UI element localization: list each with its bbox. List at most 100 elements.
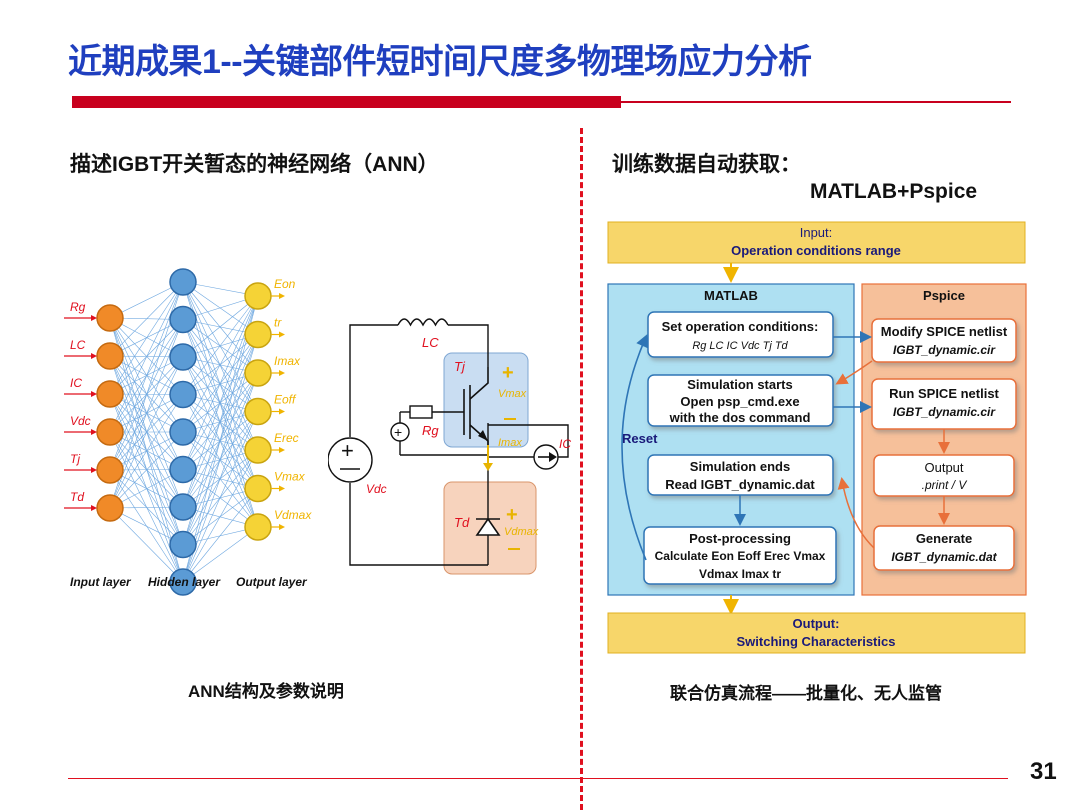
output-box — [607, 612, 1026, 654]
sim-starts-line1: Simulation starts — [687, 377, 792, 392]
input-arrow-1-head — [91, 353, 97, 359]
output-line1: Output: — [793, 616, 840, 631]
input-label-5: Td — [70, 490, 84, 504]
input-node — [96, 380, 124, 408]
vmax-plus-mark: + — [502, 362, 514, 384]
ann-edge — [182, 319, 259, 374]
ann-edge — [182, 526, 259, 583]
ann-edge — [182, 319, 259, 489]
ann-edge — [109, 281, 184, 395]
output-line2: Switching Characteristics — [737, 634, 896, 649]
ann-edge — [182, 295, 259, 470]
output-label-1: tr — [274, 316, 282, 330]
modify-netlist-box — [871, 318, 1017, 363]
input-arrow-4-head — [91, 467, 97, 473]
ann-edge — [109, 469, 184, 509]
set-conditions-title: Set operation conditions: — [662, 319, 819, 334]
reset-label: Reset — [622, 431, 658, 446]
output-arrow-2-head — [279, 370, 285, 376]
generate-line1: Generate — [916, 531, 972, 546]
hidden-layer-label: Hidden layer — [148, 575, 221, 589]
page-number: 31 — [1030, 758, 1057, 785]
igbt-circuit-diagram: + + + + LC Tj Rg Vmax Imax IC Vdc Td Vdm… — [328, 318, 571, 575]
ann-edge — [182, 469, 259, 528]
ann-edge — [182, 394, 259, 451]
right-subheading: MATLAB+Pspice — [810, 180, 978, 203]
output-node — [244, 513, 272, 541]
tj-label: Tj — [454, 359, 466, 374]
input-line1: Input: — [800, 225, 833, 240]
ann-edge — [182, 281, 259, 451]
input-arrow-5-head — [91, 505, 97, 511]
hidden-node — [169, 455, 197, 484]
input-arrow-3-head — [91, 429, 97, 435]
output-node — [244, 320, 272, 349]
matlab-title: MATLAB — [704, 288, 758, 303]
output-arrow-0-head — [279, 293, 285, 299]
generate-line2: IGBT_dynamic.dat — [891, 550, 997, 564]
ann-edge — [182, 449, 259, 583]
ann-edge — [182, 394, 259, 489]
ann-edge — [182, 295, 259, 395]
sim-starts-box — [647, 374, 834, 427]
output-node — [244, 436, 272, 464]
ann-edge — [182, 411, 259, 583]
ann-edge — [182, 295, 259, 433]
ann-edge — [109, 394, 184, 509]
output-label-0: Eon — [274, 277, 296, 291]
left-heading: 描述IGBT开关暂态的神经网络（ANN） — [70, 153, 439, 176]
ann-edge — [109, 281, 184, 357]
post-line2: Calculate Eon Eoff Erec Vmax — [655, 549, 826, 563]
modify-line1: Modify SPICE netlist — [881, 324, 1008, 339]
arrow-reset-loop — [621, 334, 648, 561]
output-node — [244, 397, 272, 426]
dc-source-symbol — [328, 437, 373, 483]
ann-edge — [182, 281, 259, 335]
input-arrow-0-head — [91, 315, 97, 321]
lc-label: LC — [422, 335, 439, 350]
output-label-6: Vdmax — [274, 508, 312, 522]
cosimulation-flowchart: Input: Operation conditions range MATLAB… — [607, 221, 1027, 654]
imax-arrowhead — [483, 463, 493, 471]
output-arrow-1-head — [279, 331, 285, 338]
igbt-highlight-box — [443, 352, 529, 448]
post-line3: Vdmax Imax tr — [699, 567, 781, 581]
slide-title: 近期成果1--关键部件短时间尺度多物理场应力分析 — [68, 43, 812, 81]
footer-line — [68, 778, 1008, 779]
right-heading: 训练数据自动获取： — [612, 153, 801, 176]
input-label-0: Rg — [70, 300, 86, 314]
output-label-2: Imax — [274, 354, 301, 368]
output-arrow-6-head — [279, 524, 285, 530]
input-node — [96, 342, 124, 370]
column-divider — [580, 128, 583, 810]
output-label-5: Vmax — [274, 470, 306, 484]
vmax-label: Vmax — [498, 388, 527, 400]
input-box — [607, 221, 1026, 264]
sim-starts-line3: with the dos command — [669, 410, 811, 425]
ann-diagram: RgLCICVdcTjTdEontrImaxEoffErecVmaxVdmax … — [64, 268, 312, 596]
ann-edge — [182, 281, 259, 412]
ann-edge — [182, 356, 259, 451]
inductor-symbol — [397, 318, 449, 327]
sim-ends-line1: Simulation ends — [690, 459, 790, 474]
gate-source-symbol — [390, 422, 410, 442]
ann-edge — [182, 394, 259, 528]
right-caption: 联合仿真流程——批量化、无人监管 — [670, 684, 942, 703]
output-node — [244, 359, 272, 387]
input-node — [96, 304, 124, 332]
dc-source-plus: + — [341, 438, 354, 463]
output-node — [244, 474, 272, 503]
input-label-4: Tj — [70, 452, 80, 466]
ann-edge — [182, 431, 259, 489]
input-label-2: IC — [70, 376, 82, 390]
vdmax-plus-mark: + — [506, 504, 518, 526]
ann-edge — [182, 431, 259, 528]
td-label: Td — [454, 515, 470, 530]
vdmax-label: Vdmax — [504, 526, 539, 538]
run-line2: IGBT_dynamic.cir — [893, 405, 996, 419]
input-node — [96, 418, 124, 446]
modify-line2: IGBT_dynamic.cir — [893, 343, 996, 357]
hidden-node — [169, 530, 197, 559]
post-line1: Post-processing — [689, 531, 791, 546]
ann-edge — [182, 319, 259, 451]
